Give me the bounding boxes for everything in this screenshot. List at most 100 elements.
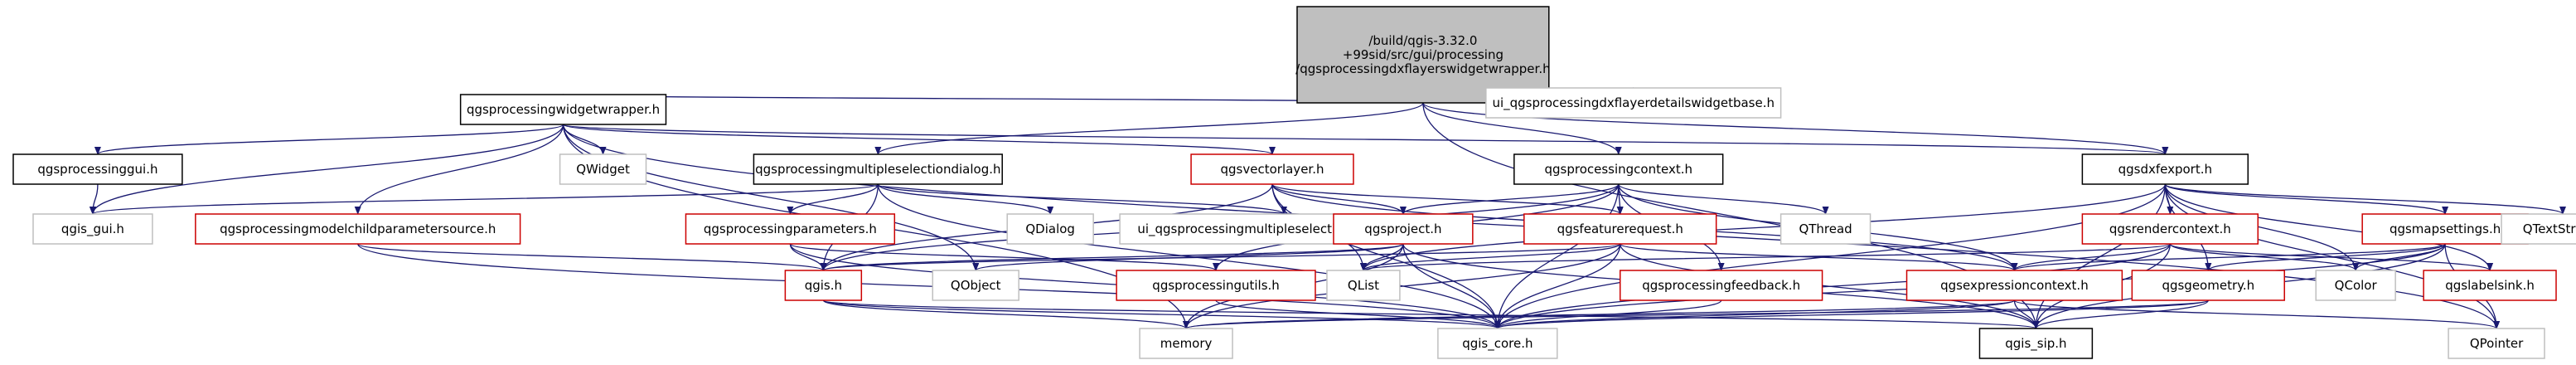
- node-qgis_sip[interactable]: qgis_sip.h: [1978, 328, 2094, 359]
- node-label-dxfexport: qgsdxfexport.h: [2118, 162, 2212, 177]
- node-label-qgis_core: qgis_core.h: [1462, 336, 1533, 352]
- node-context[interactable]: qgsprocessingcontext.h: [1513, 153, 1724, 185]
- node-modelchild[interactable]: qgsprocessingmodelchildparametersource.h: [195, 213, 521, 245]
- edge-qgis-to-qgis_sip: [822, 299, 2039, 329]
- edge-featurerequest-to-qgis: [820, 243, 1621, 271]
- node-label-feedback: qgsprocessingfeedback.h: [1642, 278, 1800, 293]
- node-label-qgis_gui: qgis_gui.h: [61, 221, 124, 237]
- edge-context-to-qthread: [1618, 183, 1829, 215]
- node-box-dxfexport: [2081, 153, 2249, 185]
- edge-root-to-dxfexport: [1422, 102, 2169, 155]
- node-featurerequest[interactable]: qgsfeaturerequest.h: [1523, 213, 1717, 245]
- node-root[interactable]: /build/qgis-3.32.0+99sid/src/gui/process…: [1295, 6, 1551, 104]
- edge-vectorlayer-to-project: [1271, 183, 1407, 215]
- edge-rendercontext-to-qlist: [1360, 243, 2171, 271]
- edge-root-to-context: [1422, 102, 1622, 155]
- node-label-qlist: QList: [1348, 278, 1379, 293]
- node-box-qdialog: [1006, 213, 1094, 245]
- node-multiselect[interactable]: qgsprocessingmultipleselectiondialog.h: [753, 153, 1003, 185]
- node-box-qwidget: [559, 153, 647, 185]
- node-label-qgis_sip: qgis_sip.h: [2005, 336, 2066, 352]
- node-label-utils: qgsprocessingutils.h: [1152, 278, 1280, 293]
- node-dxfexport[interactable]: qgsdxfexport.h: [2081, 153, 2249, 185]
- edge-dxfexport-to-labelsink: [2164, 183, 2494, 271]
- edge-parameters-to-utils: [789, 243, 1219, 271]
- node-label-qdialog: QDialog: [1025, 221, 1075, 236]
- node-ui_dxf: ui_qgsprocessingdxflayerdetailswidgetbas…: [1485, 87, 1782, 119]
- node-vectorlayer[interactable]: qgsvectorlayer.h: [1190, 153, 1354, 185]
- edge-geometry-to-memory: [1183, 299, 2209, 329]
- node-geometry[interactable]: qgsgeometry.h: [2131, 270, 2285, 301]
- node-label-qwidget: QWidget: [576, 162, 630, 177]
- edge-widgetwrapper-to-gui: [94, 124, 564, 155]
- edge-utils-to-qgis_core: [1215, 299, 1501, 329]
- edge-rendercontext-to-qgis_core: [1494, 243, 2171, 329]
- node-qgis_gui: qgis_gui.h: [32, 213, 153, 245]
- node-label-qpointer: QPointer: [2470, 336, 2524, 351]
- edge-context-to-project: [1400, 183, 1620, 215]
- edge-mapsettings-to-exprcontext: [2011, 243, 2446, 271]
- edge-geometry-to-qgis_core: [1494, 299, 2209, 329]
- node-box-qthread: [1779, 213, 1871, 245]
- edge-multiselect-to-qdialog: [877, 183, 1054, 215]
- node-box-modelchild: [195, 213, 521, 245]
- node-qpointer: QPointer: [2448, 328, 2545, 359]
- edge-widgetwrapper-to-vectorlayer: [562, 124, 1276, 155]
- node-label-qtextstream: QTextStream: [2523, 221, 2576, 236]
- edge-project-to-qobject: [972, 243, 1404, 271]
- node-box-mapsettings: [2361, 213, 2529, 245]
- node-label-multiselect: qgsprocessingmultipleselectiondialog.h: [755, 162, 1000, 177]
- node-widgetwrapper[interactable]: qgsprocessingwidgetwrapper.h: [459, 94, 667, 125]
- edge-rendercontext-to-qcolor: [2169, 243, 2360, 271]
- node-utils[interactable]: qgsprocessingutils.h: [1116, 270, 1316, 301]
- edge-gui-to-qgis_gui: [89, 183, 99, 215]
- edge-featurerequest-to-qlist: [1360, 243, 1621, 271]
- node-rendercontext[interactable]: qgsrendercontext.h: [2081, 213, 2259, 245]
- node-box-geometry: [2131, 270, 2285, 301]
- edge-multiselect-to-ui_multi: [877, 183, 1287, 215]
- node-box-qobject: [932, 270, 1019, 301]
- node-qwidget: QWidget: [559, 153, 647, 185]
- node-label-parameters: qgsprocessingparameters.h: [704, 221, 877, 236]
- node-box-qgis_sip: [1978, 328, 2094, 359]
- edge-widgetwrapper-to-qobject: [562, 124, 980, 271]
- node-label-mapsettings: qgsmapsettings.h: [2390, 221, 2501, 236]
- edge-exprcontext-to-qgis_core: [1494, 299, 2016, 329]
- node-box-qlist: [1326, 270, 1401, 301]
- node-qdialog: QDialog: [1006, 213, 1094, 245]
- node-label-featurerequest: qgsfeaturerequest.h: [1557, 221, 1683, 236]
- node-box-qgis: [784, 270, 863, 301]
- node-label-context: qgsprocessingcontext.h: [1544, 162, 1692, 177]
- node-label-vectorlayer: qgsvectorlayer.h: [1221, 162, 1324, 177]
- edge-multiselect-to-qgis_gui: [90, 183, 879, 215]
- edge-multiselect-to-parameters: [787, 183, 879, 215]
- edge-mapsettings-to-geometry: [2205, 243, 2446, 271]
- node-gui[interactable]: qgsprocessinggui.h: [12, 153, 183, 185]
- node-labelsink[interactable]: qgslabelsink.h: [2423, 270, 2557, 301]
- node-box-parameters: [685, 213, 896, 245]
- node-box-feedback: [1619, 270, 1823, 301]
- edge-project-to-qgis: [820, 243, 1404, 271]
- edge-widgetwrapper-to-qgis_gui: [90, 124, 564, 215]
- edge-mapsettings-to-qcolor: [2352, 243, 2446, 271]
- node-box-context: [1513, 153, 1724, 185]
- edge-root-to-multiselect: [874, 102, 1424, 155]
- node-project[interactable]: qgsproject.h: [1333, 213, 1474, 245]
- node-exprcontext[interactable]: qgsexpressioncontext.h: [1905, 270, 2123, 301]
- edge-dxfexport-to-mapsettings: [2164, 183, 2448, 215]
- edge-context-to-qgis_core: [1494, 183, 1620, 329]
- node-box-rendercontext: [2081, 213, 2259, 245]
- node-qgis[interactable]: qgis.h: [784, 270, 863, 301]
- edge-geometry-to-qgis_sip: [2032, 299, 2209, 329]
- node-box-qgis_gui: [32, 213, 153, 245]
- node-box-project: [1333, 213, 1474, 245]
- node-parameters[interactable]: qgsprocessingparameters.h: [685, 213, 896, 245]
- node-mapsettings[interactable]: qgsmapsettings.h: [2361, 213, 2529, 245]
- edge-widgetwrapper-to-dxfexport: [562, 124, 2168, 155]
- edge-featurerequest-to-qgis_core: [1494, 243, 1621, 329]
- node-feedback[interactable]: qgsprocessingfeedback.h: [1619, 270, 1823, 301]
- node-label-rendercontext: qgsrendercontext.h: [2109, 221, 2231, 236]
- edge-modelchild-to-qgis_core: [357, 243, 1501, 329]
- node-box-root: [1296, 6, 1550, 104]
